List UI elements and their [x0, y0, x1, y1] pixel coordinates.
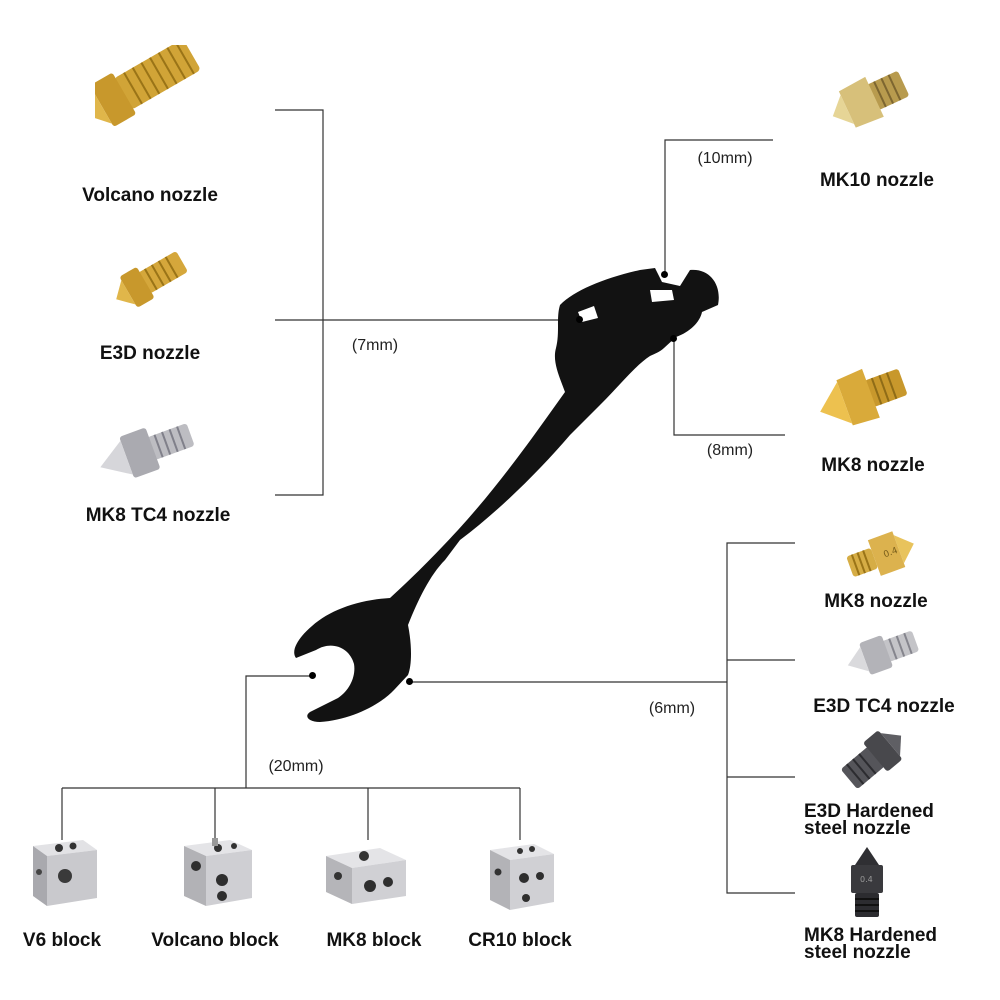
e3d-tc4-nozzle-label: E3D TC4 nozzle: [813, 696, 955, 717]
size-7mm: (7mm): [351, 337, 399, 354]
volcano-nozzle-icon: [95, 45, 200, 126]
volcano-block-icon: [184, 838, 252, 906]
point-8mm: [670, 335, 677, 342]
e3d-nozzle-label: E3D nozzle: [99, 343, 201, 364]
mk8-tc4-nozzle-label: MK8 TC4 nozzle: [85, 505, 231, 526]
cr10-block-icon: [490, 844, 554, 910]
e3d-hardened-label-line1: E3D Hardened: [804, 801, 934, 822]
mk8-hardened-nozzle-icon: 0.4: [851, 847, 883, 917]
v6-block-label: V6 block: [22, 930, 102, 951]
mk8-nozzle-small-icon: 0.4: [847, 531, 914, 577]
point-10mm: [661, 271, 668, 278]
size-20mm: (20mm): [268, 758, 324, 775]
mk8-small-size-mark: 0.4: [882, 546, 899, 560]
mk10-nozzle-label: MK10 nozzle: [819, 170, 935, 191]
point-7mm: [576, 316, 583, 323]
e3d-hardened-label-line2: steel nozzle: [804, 818, 911, 839]
point-20mm: [309, 672, 316, 679]
mk8-nozzle-label-top: MK8 nozzle: [821, 455, 925, 476]
volcano-nozzle-label: Volcano nozzle: [82, 185, 218, 206]
cr10-block-label: CR10 block: [468, 930, 572, 951]
mk8-nozzle-label-right: MK8 nozzle: [824, 591, 928, 612]
mk8-hardened-size-mark: 0.4: [860, 875, 873, 884]
size-6mm: (6mm): [648, 700, 696, 717]
mk10-nozzle-icon: [832, 71, 909, 128]
mk8-block-label: MK8 block: [326, 930, 422, 951]
e3d-tc4-nozzle-icon: [847, 631, 919, 675]
v6-block-icon: [33, 840, 97, 906]
mk8-tc4-nozzle-icon: [100, 423, 194, 478]
mk8-block-icon: [326, 848, 406, 904]
mk8-hardened-label-line2: steel nozzle: [804, 942, 911, 963]
volcano-block-label: Volcano block: [151, 930, 279, 951]
mk8-hardened-label-line1: MK8 Hardened: [804, 925, 938, 946]
point-6mm: [406, 678, 413, 685]
e3d-hardened-nozzle-icon: [841, 731, 902, 789]
e3d-nozzle-icon: [116, 252, 187, 307]
mk8-nozzle-icon: [820, 368, 907, 426]
size-8mm: (8mm): [706, 442, 754, 459]
size-10mm: (10mm): [697, 150, 753, 167]
